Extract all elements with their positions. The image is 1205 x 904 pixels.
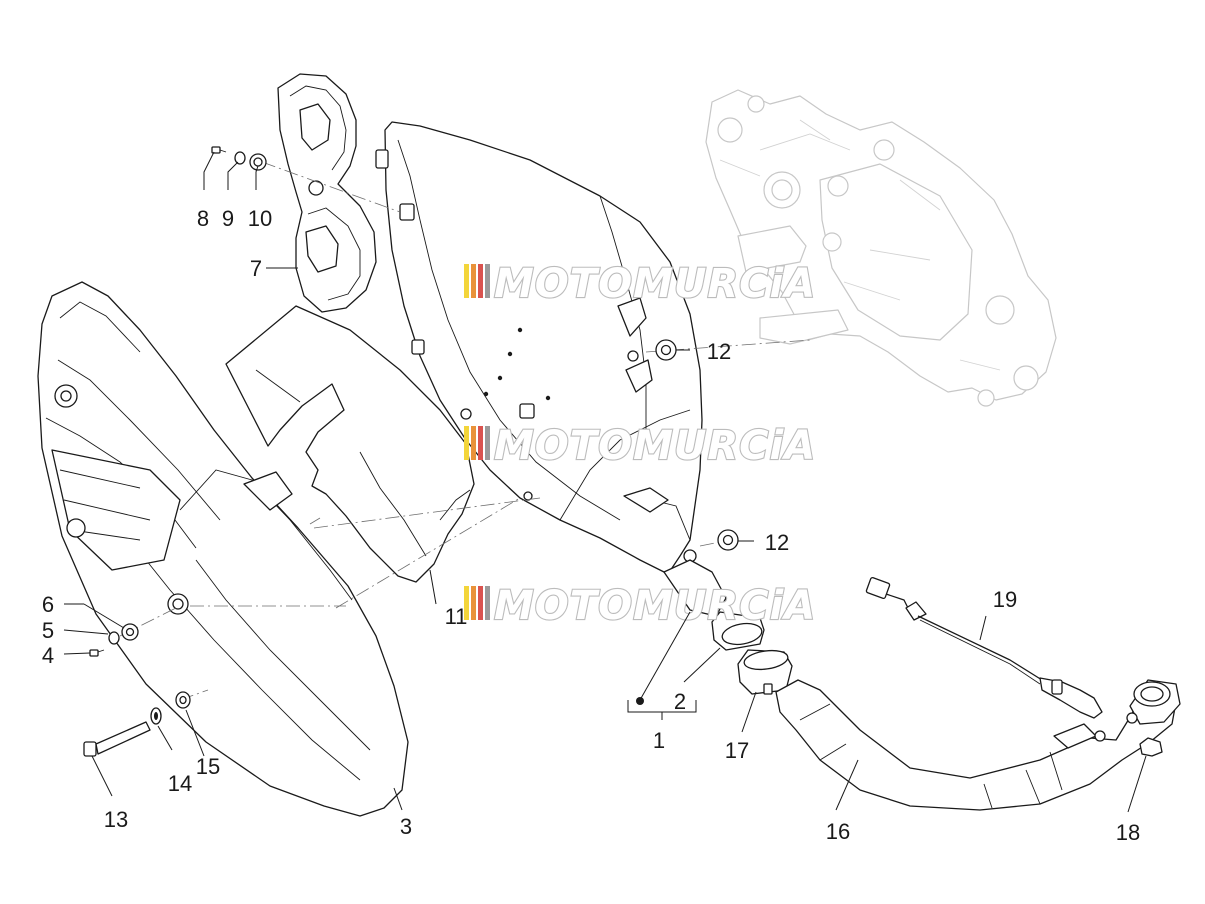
watermark-text: MOTOMURCiA xyxy=(494,583,816,629)
callout-3: 3 xyxy=(400,814,412,839)
washer-15 xyxy=(175,691,191,709)
callout-9: 9 xyxy=(222,206,234,231)
muffler-cover-3 xyxy=(37,281,409,817)
callout-18: 18 xyxy=(1116,820,1140,845)
hardware xyxy=(83,146,739,757)
callout-1: 1 xyxy=(653,728,665,753)
grommet-10 xyxy=(249,153,267,171)
callout-5: 5 xyxy=(42,618,54,643)
clamp-17 xyxy=(737,649,793,695)
exhaust-manifold-16 xyxy=(775,679,1181,811)
callout-6: 6 xyxy=(42,592,54,617)
screw-4 xyxy=(89,649,105,657)
callout-13: 13 xyxy=(104,807,128,832)
callout-10: 10 xyxy=(248,206,272,231)
inner-shield-11 xyxy=(225,305,475,583)
spacer-14 xyxy=(150,707,162,725)
grommet-6 xyxy=(121,623,139,641)
muffler-assembly xyxy=(375,121,727,617)
watermark-top: MOTOMURCiA xyxy=(464,260,816,308)
grommet-18 xyxy=(1139,737,1163,757)
watermark-bottom: MOTOMURCiA xyxy=(464,582,816,630)
heat-shield-7 xyxy=(277,73,377,313)
washer-9 xyxy=(234,151,246,165)
callout-17: 17 xyxy=(725,738,749,763)
callout-4: 4 xyxy=(42,643,54,668)
grommet-12-upper xyxy=(655,339,677,361)
watermark-text: MOTOMURCiA xyxy=(494,261,816,307)
callout-16: 16 xyxy=(826,819,850,844)
callout-labels: 8 9 10 7 12 12 11 6 5 4 13 14 15 3 2 1 1… xyxy=(42,206,1140,845)
callout-12-lower: 12 xyxy=(765,530,789,555)
callout-15: 15 xyxy=(196,754,220,779)
callout-7: 7 xyxy=(250,256,262,281)
engine-case-ghost xyxy=(705,89,1057,407)
callout-19: 19 xyxy=(993,587,1017,612)
screw-8 xyxy=(211,146,227,154)
callout-8: 8 xyxy=(197,206,209,231)
callout-2: 2 xyxy=(674,689,686,714)
callout-12-upper: 12 xyxy=(707,339,731,364)
gasket-2 xyxy=(711,611,765,651)
callout-14: 14 xyxy=(168,771,192,796)
watermark-middle: MOTOMURCiA xyxy=(464,422,816,470)
lambda-sensor-19 xyxy=(865,576,1103,719)
bolt-13 xyxy=(83,721,151,757)
leader-lines xyxy=(63,151,1147,813)
grommet-12-lower xyxy=(717,529,739,551)
callout-11: 11 xyxy=(445,604,468,629)
watermark-text: MOTOMURCiA xyxy=(494,423,816,469)
washer-5 xyxy=(108,631,120,645)
